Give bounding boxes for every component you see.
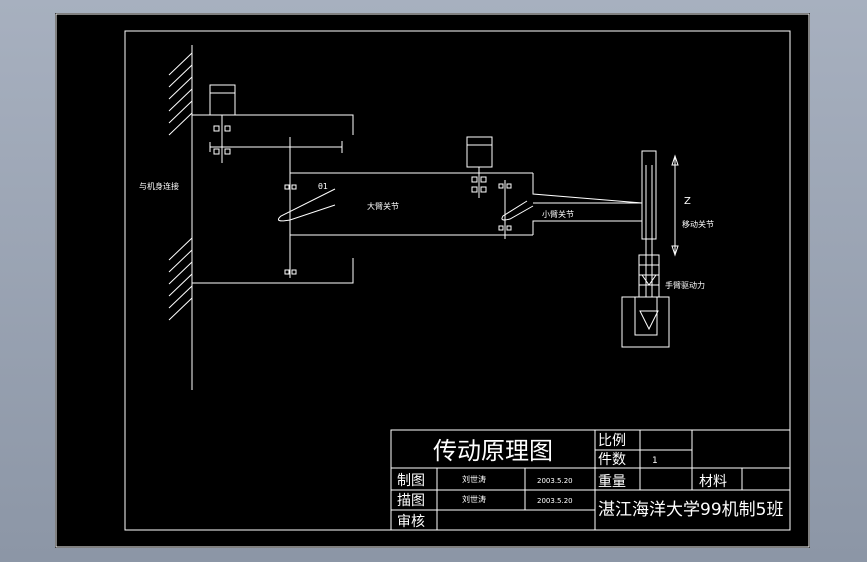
small-arm-joint-label: 小臂关节 [542, 209, 574, 219]
motor-2 [466, 136, 493, 198]
drawing-title: 传动原理图 [433, 437, 553, 465]
big-arm-rotation-arrow [278, 188, 336, 222]
drawn-label: 制图 [397, 473, 425, 489]
count-label: 件数 [598, 452, 626, 468]
drawing-sheet: θ1 与机身连接 大臂关节 小 [55, 13, 810, 548]
big-arm-joint-label: 大臂关节 [367, 201, 399, 211]
drawn-date: 2003.5.20 [537, 477, 573, 485]
base-frame-bottom [192, 258, 354, 284]
traced-label: 描图 [397, 493, 425, 509]
scale-label: 比例 [598, 433, 626, 449]
vertical-slide [621, 150, 670, 348]
theta-label: θ1 [318, 182, 328, 191]
material-label: 材料 [699, 474, 727, 490]
wrist-drive-label: 手臂驱动力 [665, 280, 705, 290]
z-axis-arrow [671, 154, 679, 257]
small-arm-rotation-arrow [501, 200, 534, 221]
small-arm-bottom [532, 220, 642, 235]
title-block [390, 429, 791, 531]
base-connection-label: 与机身连接 [139, 181, 179, 191]
wall-fixture [168, 45, 193, 390]
traced-name: 刘世涛 [462, 494, 486, 504]
outer-border [55, 13, 810, 548]
cad-drawing: θ1 与机身连接 大臂关节 小 [55, 13, 810, 548]
drawn-name: 刘世涛 [462, 474, 486, 484]
base-frame-top [192, 114, 354, 135]
z-label: Z [684, 196, 691, 207]
motor-1 [209, 84, 236, 163]
count-value: 1 [652, 456, 658, 466]
small-arm-top [532, 173, 643, 204]
weight-label: 重量 [598, 474, 626, 490]
move-joint-label: 移动关节 [682, 219, 714, 229]
traced-date: 2003.5.20 [537, 497, 573, 505]
review-label: 审核 [397, 514, 425, 530]
school-name: 湛江海洋大学99机制5班 [598, 500, 783, 520]
